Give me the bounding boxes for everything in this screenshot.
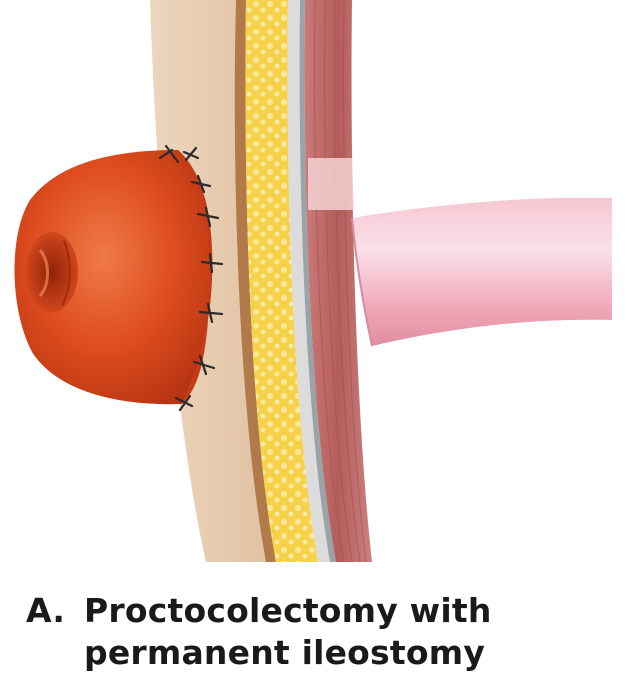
- figure-caption: A. Proctocolectomy with permanent ileost…: [26, 590, 492, 674]
- caption-line-1: Proctocolectomy with: [84, 591, 492, 630]
- caption-letter: A.: [26, 591, 66, 630]
- ileostomy-stoma: [14, 150, 213, 405]
- stoma-lumen: [26, 232, 78, 312]
- fat-layer: [245, 0, 318, 562]
- caption-line-2: permanent ileostomy: [84, 633, 486, 672]
- suture-stitches: [158, 144, 224, 412]
- ileum-segment: [352, 197, 612, 346]
- muscle-fibers: [314, 0, 367, 563]
- fascia-layer: [287, 0, 330, 562]
- dermis-edge: [234, 0, 276, 562]
- ileum-edge: [351, 217, 373, 347]
- muscle-opening: [308, 158, 354, 210]
- fascia-inner: [299, 0, 336, 562]
